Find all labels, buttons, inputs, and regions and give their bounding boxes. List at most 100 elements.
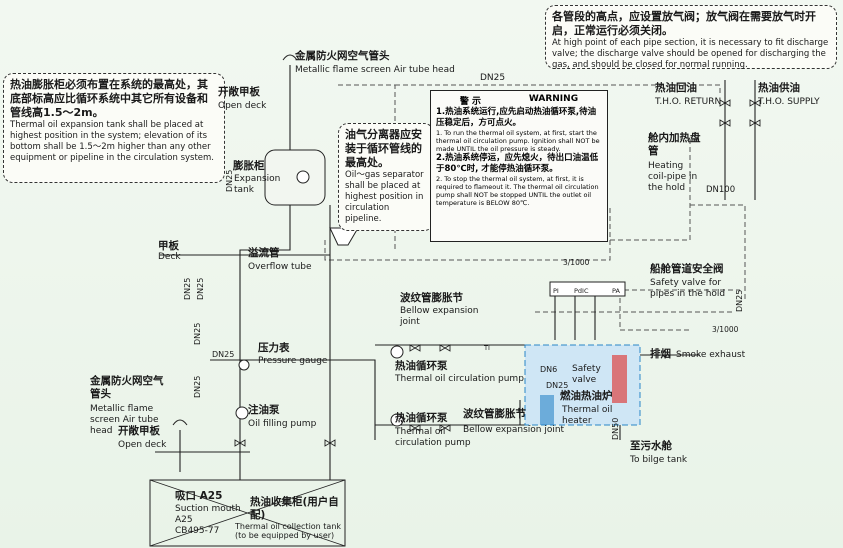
warning-p1-en: 1. To run the thermal oil system, at fir… <box>436 129 600 153</box>
collection-tank-cn: 热油收集柜(用户自配) <box>250 496 339 521</box>
pressure-gauge-en: Pressure gauge <box>258 356 328 366</box>
circ-pump-bot-cn: 热油循环泵 <box>395 412 448 424</box>
dn25-label-h: DN25 <box>735 290 744 312</box>
gauge-pa: PA <box>612 287 621 295</box>
flame-screen-left-en: Metallic flame screen Air tube head <box>90 404 159 436</box>
supply-return-valves <box>719 99 761 127</box>
tank-valves <box>234 439 336 447</box>
safety-valve-en: Safety valve <box>572 364 601 385</box>
dn50-label: DN50 <box>611 418 620 440</box>
safety-valve-hold-en: Safety valve for pipes in the hold <box>650 278 726 299</box>
pump-valves <box>409 344 451 432</box>
dn25-label-top: DN25 <box>480 73 505 83</box>
return-cn: 热油回油 <box>655 82 697 94</box>
circ-pump-top-cn: 热油循环泵 <box>395 360 448 372</box>
slope-label-2: 3/1000 <box>712 325 739 334</box>
note-top-right-cn: 各管段的高点，应设置放气阀；放气阀在需要放气时开启，正常运行必须关闭。 <box>552 10 816 37</box>
gauge-panel <box>549 281 626 297</box>
dn25-label-g: DN25 <box>212 350 234 359</box>
open-deck-top-cn: 开敞甲板 <box>218 86 260 98</box>
pressure-gauge-icon <box>238 359 250 371</box>
collection-tank-en: Thermal oil collection tank (to be equip… <box>235 522 342 540</box>
smoke-cn: 排烟 <box>650 348 671 360</box>
note-left-cn: 热油膨胀柜必须布置在系统的最高处，其底部标高应比循环系统中其它所有设备和管线高1… <box>10 78 208 119</box>
heater-cn: 燃油热油炉 <box>560 390 613 402</box>
standard-code: CB495-77 <box>175 526 220 536</box>
burner-icon <box>612 355 627 403</box>
note-separator-en: Oil～gas separator shall be placed at hig… <box>345 170 424 224</box>
dn25-label-c: DN25 <box>196 278 205 300</box>
dn100-line <box>690 204 746 300</box>
dn25-heater-label: DN25 <box>546 381 568 390</box>
note-separator-cn: 油气分离器应安装于循环管线的最高处。 <box>345 128 422 169</box>
collection-tank-body <box>149 479 346 547</box>
flame-screen-top-cn: 金属防火网空气管头 <box>295 50 390 62</box>
dn25-label-d: DN25 <box>193 323 202 345</box>
supply-return-risers <box>724 80 756 200</box>
bellow-bot-cn: 波纹管膨胀节 <box>463 408 526 420</box>
expansion-tank-cn: 膨胀柜 <box>233 160 265 172</box>
level-gauge-icon <box>296 170 310 184</box>
suction-cn: 吸口 A25 <box>175 490 223 502</box>
overflow-cn: 溢流管 <box>248 247 280 259</box>
warning-p1-cn: 1.热油系统运行,应先启动热油循环泵,待油压稳定后，方可点火。 <box>436 107 597 128</box>
warning-box: 警 示 WARNING 1.热油系统运行,应先启动热油循环泵,待油压稳定后，方可… <box>430 90 608 242</box>
hold-safety-line <box>560 289 740 331</box>
ti-label: TI <box>483 344 490 352</box>
supply-en: T.H.O. SUPPLY <box>758 97 820 107</box>
open-deck-left-en: Open deck <box>118 440 167 450</box>
bilge-cn: 至污水舱 <box>630 440 672 452</box>
dashed-pipes <box>324 84 746 331</box>
collection-tank-cross <box>149 479 346 547</box>
flame-screen-left-cn: 金属防火网空气管头 <box>90 375 164 400</box>
dn6-label: DN6 <box>540 365 557 374</box>
open-deck-left-cn: 开敞甲板 <box>118 425 160 437</box>
circ-pump-bot-en: Thermal oil circulation pump <box>395 427 471 448</box>
bellow-top-cn: 波纹管膨胀节 <box>400 292 463 304</box>
heater-column-icon <box>540 395 554 425</box>
safety-valve-hold-cn: 船舱管道安全阀 <box>650 263 724 275</box>
main-return-header <box>210 359 376 440</box>
coil-line <box>610 139 700 241</box>
dn25-label-a: DN25 <box>225 170 234 192</box>
note-separator: 油气分离器应安装于循环管线的最高处。 Oil～gas separator sha… <box>338 123 434 231</box>
heating-coil-en: Heating coil-pipe in the hold <box>648 161 698 193</box>
overflow-en: Overflow tube <box>248 262 312 272</box>
dn100-label: DN100 <box>706 185 735 195</box>
dn25-label-b: DN25 <box>183 278 192 300</box>
expansion-tank-body <box>264 149 326 206</box>
filling-pump-en: Oil filling pump <box>248 419 317 429</box>
deck-cn: 甲板 <box>158 240 179 252</box>
deck-en: Deck <box>158 252 181 262</box>
warning-title-cn: 警 示 <box>459 97 482 107</box>
filling-pump-cn: 注油泵 <box>248 404 280 416</box>
open-deck-top-en: Open deck <box>218 101 267 111</box>
expansion-tank-en: Expansion tank <box>234 174 281 195</box>
circ-pump-top-en: Thermal oil circulation pump <box>395 374 524 384</box>
heating-coil-cn: 舱内加热盘管 <box>648 132 701 157</box>
bellow-bot-en: Bellow expansion joint <box>463 425 565 435</box>
vent-line-top <box>338 84 721 250</box>
note-top-right: 各管段的高点，应设置放气阀；放气阀在需要放气时开启，正常运行必须关闭。 At h… <box>545 5 837 70</box>
air-tube-head-top-icon <box>282 54 298 61</box>
suction-en: Suction mouth A25 <box>175 504 241 525</box>
flame-screen-top-en: Metallic flame screen Air tube head <box>295 65 455 75</box>
valve-symbols <box>234 99 761 447</box>
note-left-en: Thermal oil expansion tank shall be plac… <box>10 120 215 163</box>
heater-en: Thermal oil heater <box>562 405 613 426</box>
pressure-gauge-cn: 压力表 <box>258 342 290 354</box>
warning-title-en: WARNING <box>528 94 579 104</box>
smoke-en: Smoke exhaust <box>676 350 746 360</box>
note-top-right-en: At high point of each pipe section, it i… <box>552 38 829 70</box>
gauge-pi: PI <box>553 287 559 295</box>
gauge-risers <box>554 290 596 340</box>
slope-label-1: 3/1000 <box>563 258 590 267</box>
separator-return-line <box>324 205 611 261</box>
supply-cn: 热油供油 <box>758 82 800 94</box>
warning-p2-cn: 2.热油系统停运，应先熄火，待出口油温低于80℃时, 才能停热油循环泵。 <box>436 153 599 174</box>
air-tube-head-left-icon <box>172 419 188 426</box>
bellow-top-en: Bellow expansion joint <box>400 306 479 327</box>
filling-pump-icon <box>235 406 249 420</box>
